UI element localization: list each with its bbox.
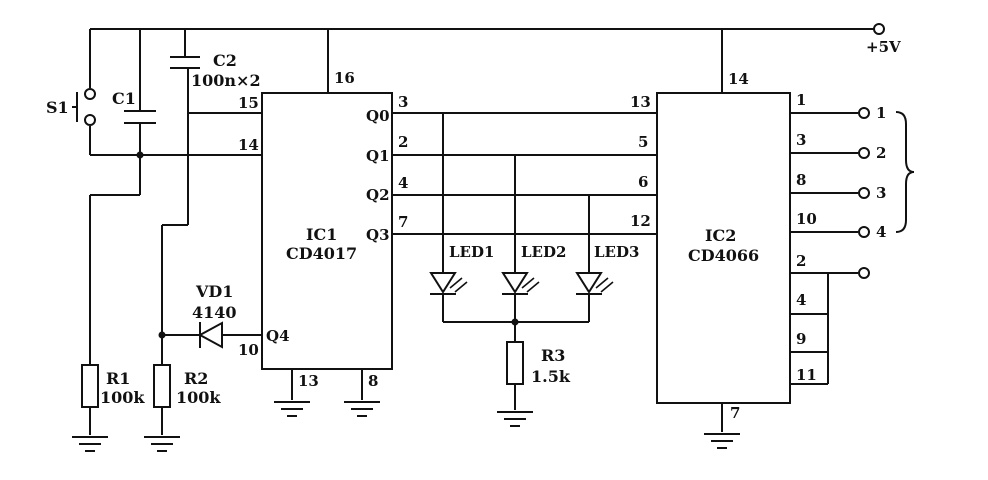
capacitor-c1 [90, 29, 262, 196]
label-r1-name: R1 [106, 369, 130, 388]
label-led2: LED2 [521, 243, 566, 261]
resistor-r3 [506, 341, 524, 410]
ground-icon-r3 [497, 411, 533, 427]
ic1-pin-en: 14 [238, 136, 259, 154]
capacitor-c2 [162, 29, 262, 226]
ic2-pin-out1: 1 [796, 91, 806, 109]
ic1-out-q0: Q0 [366, 107, 390, 125]
ic2-pin-in2: 5 [638, 133, 648, 151]
ic2-pin-out3: 8 [796, 171, 806, 189]
ic2-pin-out2: 3 [796, 131, 806, 149]
ic1-part: CD4017 [286, 244, 357, 263]
ic1-out-q1: Q1 [366, 147, 390, 165]
ic2-pin-in4: 12 [630, 212, 651, 230]
ic1-pin-q0: 3 [398, 93, 408, 111]
supply-rail [90, 23, 885, 35]
ic2-outputs [790, 107, 870, 385]
ic2-pin-out4: 10 [796, 210, 817, 228]
label-c1: C1 [112, 89, 136, 108]
ic2-pin-vdd: 14 [728, 70, 749, 88]
label-led1: LED1 [449, 243, 494, 261]
signal-bus [392, 112, 657, 235]
label-r3-value: 1.5k [531, 367, 571, 386]
ic2-cd4066 [656, 29, 791, 432]
ic2-pin-4: 4 [796, 291, 806, 309]
ic1-name: IC1 [306, 225, 337, 244]
led2-icon [501, 272, 540, 295]
brace-icon [895, 111, 915, 233]
label-r1-value: 100k [100, 388, 145, 407]
supply-label: +5V [866, 38, 901, 56]
label-r2-value: 100k [176, 388, 221, 407]
ground-icon-ic1-8 [344, 401, 380, 417]
label-led3: LED3 [594, 243, 639, 261]
label-c2-value: 100n×2 [191, 71, 261, 90]
ic1-pin-vss: 8 [368, 372, 378, 390]
ground-icon-ic1-13 [274, 401, 310, 417]
ground-icon-r1 [72, 436, 108, 452]
ground-icon-r2 [144, 436, 180, 452]
terminal-label-3: 3 [876, 184, 886, 202]
resistor-r1 [81, 195, 99, 435]
ic1-pin-clk: 15 [238, 94, 259, 112]
ic1-cd4017 [261, 29, 393, 400]
ic1-pin-q2: 4 [398, 174, 408, 192]
diode-vd1 [158, 321, 262, 349]
ground-icon-ic2 [704, 433, 740, 449]
led3-icon [575, 272, 614, 295]
terminal-label-4: 4 [876, 223, 886, 241]
terminal-label-1: 1 [876, 104, 886, 122]
ic1-pin-q4: 10 [238, 341, 259, 359]
ic1-pin-vdd: 16 [334, 69, 355, 87]
terminal-label-2: 2 [876, 144, 886, 162]
ic2-pin-2: 2 [796, 252, 806, 270]
label-r2-name: R2 [184, 369, 208, 388]
ic1-out-q2: Q2 [366, 186, 390, 204]
ic2-pin-gnd: 7 [730, 404, 740, 422]
switch-s1 [72, 29, 96, 155]
label-r3-name: R3 [541, 346, 565, 365]
label-c2-name: C2 [213, 51, 237, 70]
label-vd1-value: 4140 [192, 303, 237, 322]
label-s1: S1 [46, 98, 69, 117]
ic2-name: IC2 [705, 226, 736, 245]
ic2-pin-in1: 13 [630, 93, 651, 111]
led1-icon [429, 272, 468, 295]
ic1-pin-q1: 2 [398, 133, 408, 151]
led-bank [429, 113, 614, 342]
ic1-out-q3: Q3 [366, 226, 390, 244]
ic2-part: CD4066 [688, 246, 759, 265]
ic2-pin-9: 9 [796, 330, 806, 348]
label-vd1-name: VD1 [195, 282, 233, 301]
resistor-r2 [153, 225, 171, 435]
ic1-out-q4: Q4 [266, 327, 290, 345]
ic2-pin-in3: 6 [638, 173, 648, 191]
ic1-pin-q3: 7 [398, 213, 408, 231]
ic2-pin-11: 11 [796, 366, 817, 384]
ic1-pin-gnd: 13 [298, 372, 319, 390]
